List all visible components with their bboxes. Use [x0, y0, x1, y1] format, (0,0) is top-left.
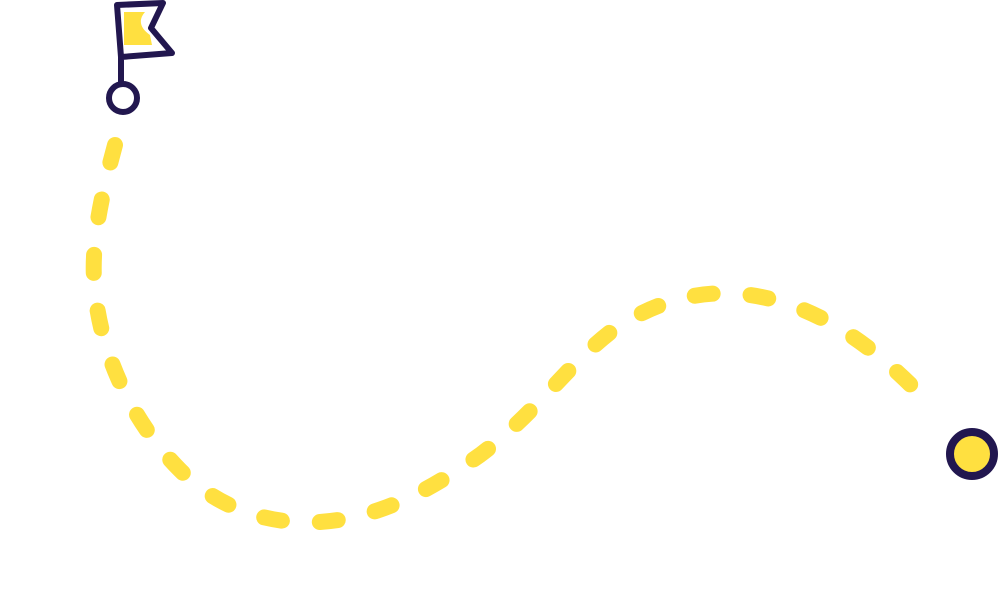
flag-fill [124, 12, 152, 45]
flag-outline [114, 0, 175, 87]
start-circle [106, 81, 140, 115]
flag-icon [106, 0, 175, 115]
destination-circle [946, 428, 998, 480]
dashed-route-path [85, 137, 943, 531]
